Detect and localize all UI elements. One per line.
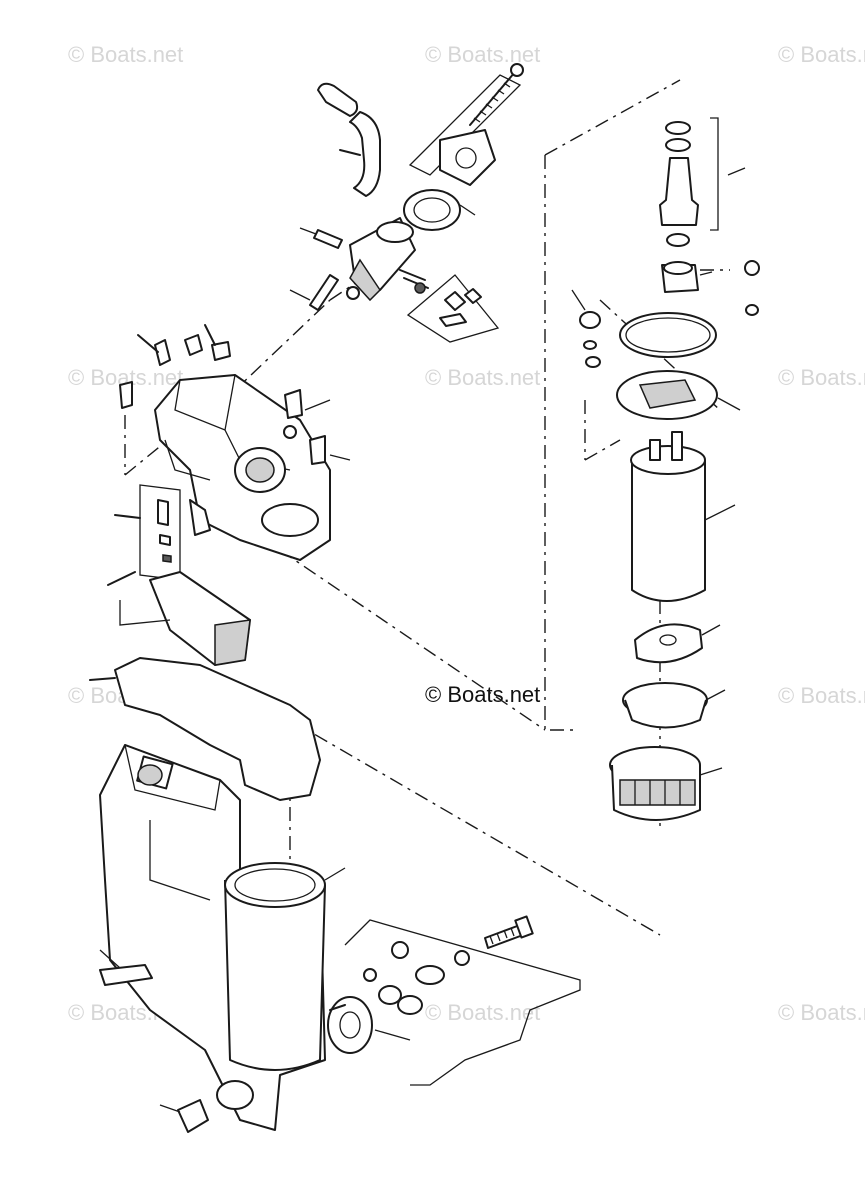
watermark-top-left: © Boats.net [68,42,184,67]
fuel-pump-assembly [571,117,760,821]
watermark-top-center: © Boats.net [425,42,541,67]
float-assembly [114,484,181,581]
top-hose-assembly [317,63,524,231]
center-watermark: © Boats.net [425,682,541,707]
watermark-middle-right: © Boats.net [778,683,865,708]
watermark-upper-right: © Boats.net [778,365,865,390]
watermark-lower-right: © Boats.net [778,1000,865,1025]
vapor-separator-lower [99,744,346,1133]
watermark-lower-center: © Boats.net [425,1000,541,1025]
gasket [89,657,321,801]
float [107,571,251,666]
watermark-upper-center: © Boats.net [425,365,541,390]
vapor-separator-upper [119,324,351,561]
watermark-top-right: © Boats.net [778,42,865,67]
pulley-assembly [327,915,581,1086]
fuel-joint [289,217,500,343]
